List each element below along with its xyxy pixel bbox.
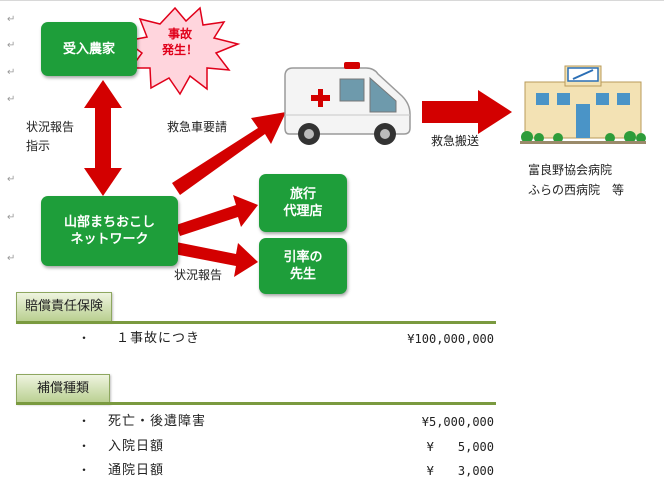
top-border <box>0 0 664 1</box>
teacher-box: 引率の 先生 <box>259 238 347 294</box>
paragraph-mark: ↵ <box>7 212 16 223</box>
list-item-label: 通院日額 <box>108 463 165 478</box>
arrow-to-ambulance <box>172 112 286 195</box>
accident-occurred-label: 事故 発生！ <box>161 27 198 57</box>
list-item-value: ¥100,000,000 <box>407 332 494 346</box>
bullet: ・ <box>78 331 91 345</box>
double-arrow-vertical <box>84 80 122 196</box>
hospital-icon <box>520 65 646 144</box>
ambulance-icon <box>284 62 411 145</box>
list-item-value: ¥ 3,000 <box>426 464 494 478</box>
list-item-label: １事故につき <box>116 331 201 346</box>
emergency-transport-label: 救急搬送 <box>431 134 480 148</box>
paragraph-mark: ↵ <box>7 94 16 105</box>
paragraph-mark: ↵ <box>7 40 16 51</box>
list-item-value: ¥ 5,000 <box>426 440 494 454</box>
hospital-name-1: 富良野協会病院 <box>528 163 613 177</box>
diagram-graphics <box>84 6 646 277</box>
bullet: ・ <box>78 414 91 428</box>
paragraph-mark: ↵ <box>7 14 16 25</box>
arrow-to-hospital <box>422 90 512 134</box>
status-report-label-left: 状況報告 <box>26 120 75 134</box>
list-item-label: 入院日額 <box>108 439 165 454</box>
arrow-to-teacher <box>174 242 258 277</box>
bullet: ・ <box>78 439 91 453</box>
ambulance-request-label: 救急車要請 <box>167 120 228 134</box>
section-divider <box>16 402 496 405</box>
instruction-label: 指示 <box>26 139 51 153</box>
paragraph-mark: ↵ <box>7 67 16 78</box>
paragraph-mark: ↵ <box>7 174 16 185</box>
hospital-name-2: ふらの西病院 等 <box>528 183 625 197</box>
list-item-value: ¥5,000,000 <box>421 415 494 429</box>
host-farm-box: 受入農家 <box>41 22 137 76</box>
compensation-types-header: 補償種類 <box>16 374 111 404</box>
status-report-label-bottom: 状況報告 <box>174 268 223 282</box>
paragraph-mark: ↵ <box>7 253 16 264</box>
bullet: ・ <box>78 463 91 477</box>
list-item-label: 死亡・後遺障害 <box>108 414 207 429</box>
section-divider <box>16 321 496 324</box>
network-box: 山部まちおこし ネットワーク <box>41 196 178 266</box>
travel-agency-box: 旅行 代理店 <box>259 174 347 232</box>
arrow-to-travel-agency <box>176 195 258 236</box>
liability-insurance-header: 賠償責任保険 <box>16 292 113 322</box>
